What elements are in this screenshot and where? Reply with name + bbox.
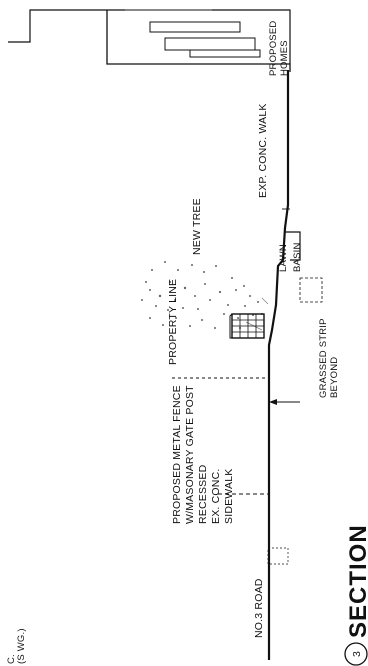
sidewalk-hatch bbox=[267, 547, 289, 565]
section-number: 3 bbox=[351, 651, 363, 657]
proposed-homes-outline bbox=[8, 9, 291, 72]
exp-walk-label: EXP. CONC. WALK bbox=[257, 103, 269, 198]
section-symbol bbox=[344, 642, 368, 666]
ground-profile bbox=[267, 70, 323, 660]
road-label: NO.3 ROAD bbox=[253, 578, 265, 638]
proposed-homes-label-2: HOMES bbox=[279, 40, 290, 76]
fence-label-2: W/MASONARY GATE POST bbox=[184, 385, 196, 524]
proposed-homes-label-1: PROPOSED bbox=[268, 21, 279, 76]
basin-label: BASIN bbox=[292, 242, 303, 272]
property-line-label: PROPERTY LINE bbox=[167, 279, 179, 365]
masonry-gate-post bbox=[229, 313, 265, 339]
grassed-strip-label-2: BEYOND bbox=[329, 357, 340, 398]
corner-note-line-1: C. bbox=[6, 654, 17, 664]
fence-label-3: RECESSED bbox=[197, 464, 209, 524]
corner-note: C. (S WG.) bbox=[6, 628, 27, 664]
fence-label-1: PROPOSED METAL FENCE bbox=[171, 385, 183, 524]
grassed-strip-label-1: GRASSED STRIP bbox=[318, 318, 329, 398]
sidewalk-label-1: EX. CONC. bbox=[210, 469, 222, 524]
tree-graphic bbox=[141, 261, 269, 331]
new-tree-label: NEW TREE bbox=[191, 198, 203, 255]
section-title: SECTION bbox=[345, 524, 368, 638]
sidewalk-label-2: SIDEWALK bbox=[223, 469, 235, 524]
fence-arrow bbox=[269, 399, 277, 405]
lawn-label: LAWN bbox=[278, 244, 289, 272]
corner-note-line-2: (S WG.) bbox=[16, 628, 27, 664]
